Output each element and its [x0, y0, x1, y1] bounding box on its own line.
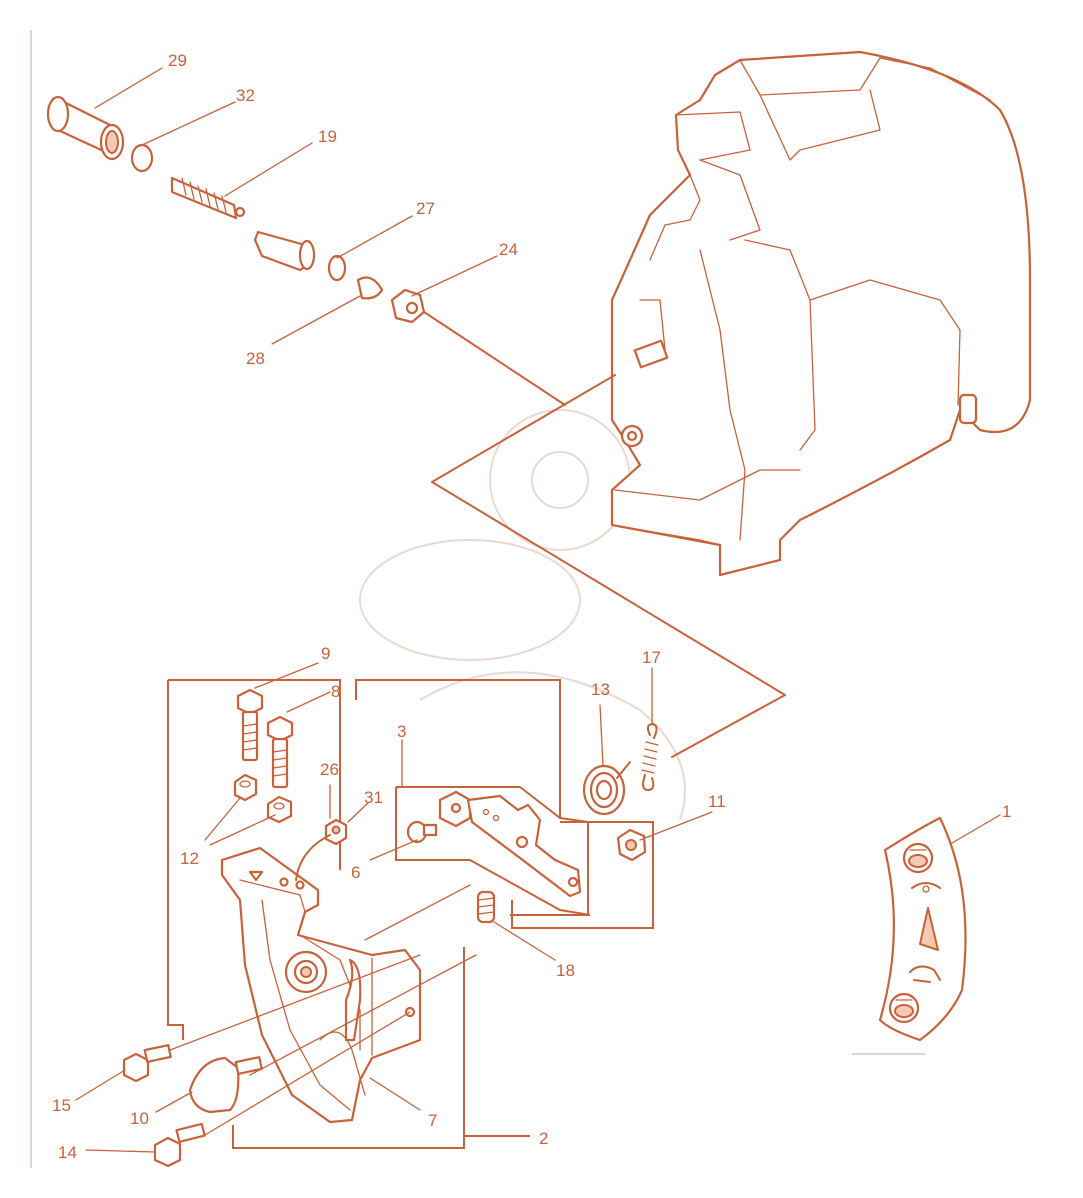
assembly-frame: [167, 679, 654, 1149]
callout-7: 7: [428, 1111, 437, 1130]
nut-24: [390, 288, 426, 324]
leader-lines-lower: [75, 662, 1001, 1153]
hare-icon: [909, 965, 941, 983]
throttle-decal: [852, 816, 967, 1055]
callout-27: 27: [416, 199, 435, 218]
nut-31: [324, 818, 348, 846]
nut-12b: [266, 795, 293, 824]
callout-24: 24: [499, 240, 518, 259]
watermark: [359, 409, 686, 821]
connecting-link: [423, 311, 786, 758]
callout-8: 8: [331, 682, 340, 701]
torsion-spring-13: [582, 761, 631, 816]
callout-2: 2: [539, 1129, 548, 1148]
leader-lines-upper: [94, 67, 498, 345]
callout-9: 9: [321, 644, 330, 663]
pin-18: [476, 890, 496, 924]
knob-10: [188, 1056, 263, 1114]
callout-6: 6: [351, 863, 360, 882]
callout-14: 14: [58, 1143, 77, 1162]
callout-10: 10: [130, 1109, 149, 1128]
choke-icon: [911, 882, 941, 893]
stop-icon: [888, 992, 920, 1024]
bolt-8: [266, 715, 294, 789]
sleeve-27a: [253, 230, 316, 272]
nut-11: [616, 828, 647, 862]
bolt-14: [153, 1122, 206, 1168]
callout-3: 3: [397, 722, 406, 741]
callout-15: 15: [52, 1096, 71, 1115]
throttle-wedge-icon: [919, 907, 939, 951]
bolt-9: [236, 688, 264, 762]
o-ring-32: [130, 143, 154, 173]
lever-3: [438, 790, 582, 898]
bolt-15: [122, 1044, 172, 1083]
rod-26: [295, 834, 331, 881]
screw-6: [406, 820, 438, 844]
nut-12a: [233, 773, 258, 802]
tortoise-icon: [902, 842, 934, 874]
control-bracket: [220, 846, 422, 1124]
callout-19: 19: [318, 127, 337, 146]
callout-28: 28: [246, 349, 265, 368]
spring-19: [170, 176, 246, 220]
clip-28: [356, 276, 384, 300]
callout-29: 29: [168, 51, 187, 70]
callout-26: 26: [320, 760, 339, 779]
callout-32: 32: [236, 86, 255, 105]
callout-numbers: 29 32 19 27 24 28 9 8 3 13 17 26 31 11 1…: [52, 51, 1011, 1162]
sleeve-29: [46, 95, 125, 161]
washer-27: [327, 254, 347, 282]
callout-11: 11: [708, 792, 726, 811]
extension-spring-17: [641, 723, 659, 791]
callout-12: 12: [180, 849, 199, 868]
engine-housing: [610, 50, 1032, 577]
callout-13: 13: [591, 680, 610, 699]
callout-17: 17: [642, 648, 661, 667]
callout-1: 1: [1002, 802, 1011, 821]
callout-18: 18: [556, 961, 575, 980]
callout-31: 31: [364, 788, 383, 807]
